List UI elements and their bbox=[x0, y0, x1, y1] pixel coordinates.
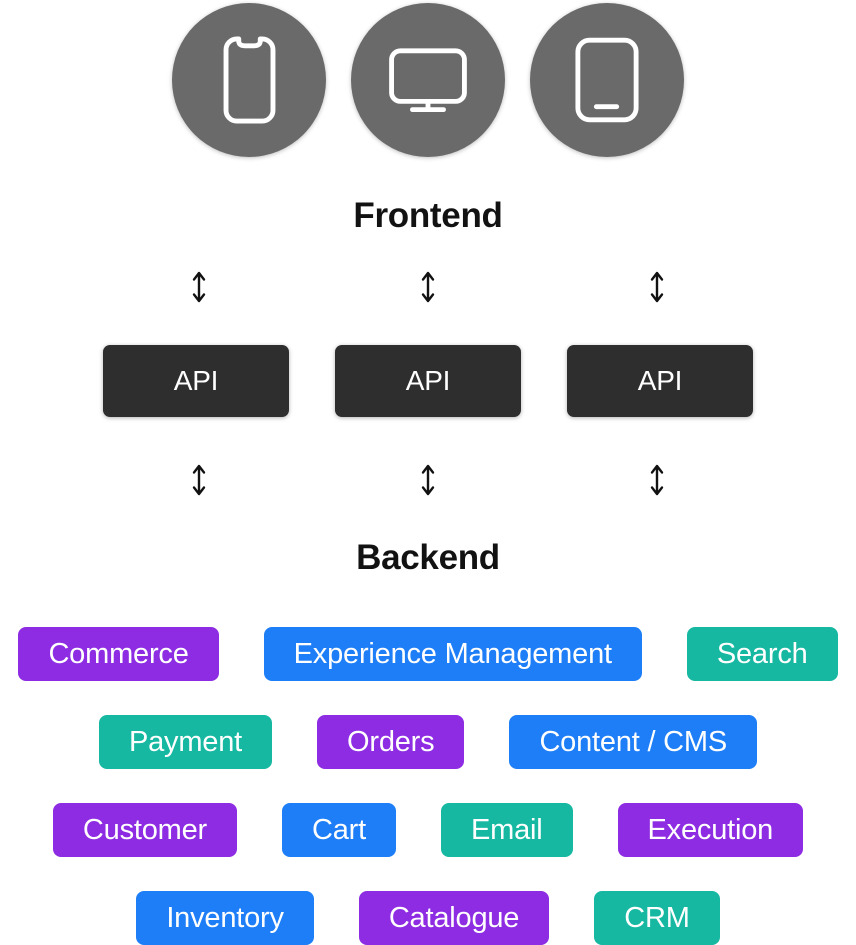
backend-row-2: Payment Orders Content / CMS bbox=[0, 715, 856, 769]
service-box-crm: CRM bbox=[594, 891, 720, 945]
updown-arrow-icon bbox=[192, 464, 206, 496]
updown-arrow-icon bbox=[650, 271, 664, 303]
backend-row-1: Commerce Experience Management Search bbox=[0, 627, 856, 681]
api-box: API bbox=[567, 345, 753, 417]
smartphone-icon bbox=[223, 36, 275, 124]
monitor-icon bbox=[389, 48, 467, 113]
tablet-icon bbox=[575, 37, 639, 123]
service-box-experience-management: Experience Management bbox=[263, 627, 642, 681]
device-circle-phone bbox=[172, 3, 326, 157]
updown-arrow-icon bbox=[650, 464, 664, 496]
api-box: API bbox=[103, 345, 289, 417]
service-box-customer: Customer bbox=[52, 803, 238, 857]
frontend-api-arrows bbox=[0, 270, 856, 304]
service-box-orders: Orders bbox=[317, 715, 465, 769]
service-box-email: Email bbox=[441, 803, 573, 857]
api-row: API API API bbox=[0, 345, 856, 417]
service-box-execution: Execution bbox=[617, 803, 804, 857]
device-circle-tablet bbox=[530, 3, 684, 157]
backend-row-3: Customer Cart Email Execution bbox=[0, 803, 856, 857]
service-box-cart: Cart bbox=[282, 803, 397, 857]
frontend-label: Frontend bbox=[353, 196, 503, 235]
api-box: API bbox=[335, 345, 521, 417]
updown-arrow-icon bbox=[421, 464, 435, 496]
backend-label: Backend bbox=[356, 538, 500, 577]
service-box-catalogue: Catalogue bbox=[358, 891, 550, 945]
updown-arrow-icon bbox=[421, 271, 435, 303]
service-box-content-cms: Content / CMS bbox=[509, 715, 758, 769]
backend-row-4: Inventory Catalogue CRM bbox=[0, 891, 856, 945]
api-backend-arrows bbox=[0, 463, 856, 497]
frontend-devices-row bbox=[0, 0, 856, 157]
service-box-search: Search bbox=[686, 627, 838, 681]
device-circle-monitor bbox=[351, 3, 505, 157]
service-box-commerce: Commerce bbox=[18, 627, 219, 681]
updown-arrow-icon bbox=[192, 271, 206, 303]
service-box-payment: Payment bbox=[98, 715, 272, 769]
service-box-inventory: Inventory bbox=[136, 891, 314, 945]
